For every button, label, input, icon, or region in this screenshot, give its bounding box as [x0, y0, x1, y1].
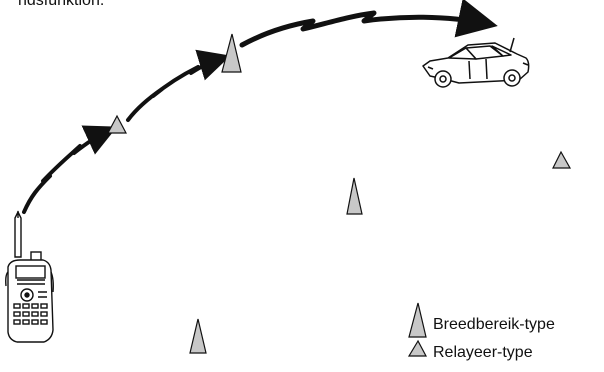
legend-relay-label: Relayeer-type [433, 344, 533, 361]
wide-range-repeater-icon [221, 33, 242, 73]
legend-wide-range-label: Breedbereik-type [433, 316, 555, 333]
handheld-radio-icon [5, 210, 54, 343]
wide-range-repeater-icon [189, 318, 207, 354]
wide-range-repeater-icon [346, 177, 363, 215]
legend-wide-range-icon [408, 302, 427, 338]
car-icon [422, 37, 530, 88]
radio-link-icon [22, 0, 498, 214]
cropped-caption: ndsfunktion. [18, 0, 105, 9]
relay-repeater-icon [552, 150, 572, 169]
legend-relay-icon [407, 339, 427, 357]
relay-repeater-icon [107, 114, 127, 134]
